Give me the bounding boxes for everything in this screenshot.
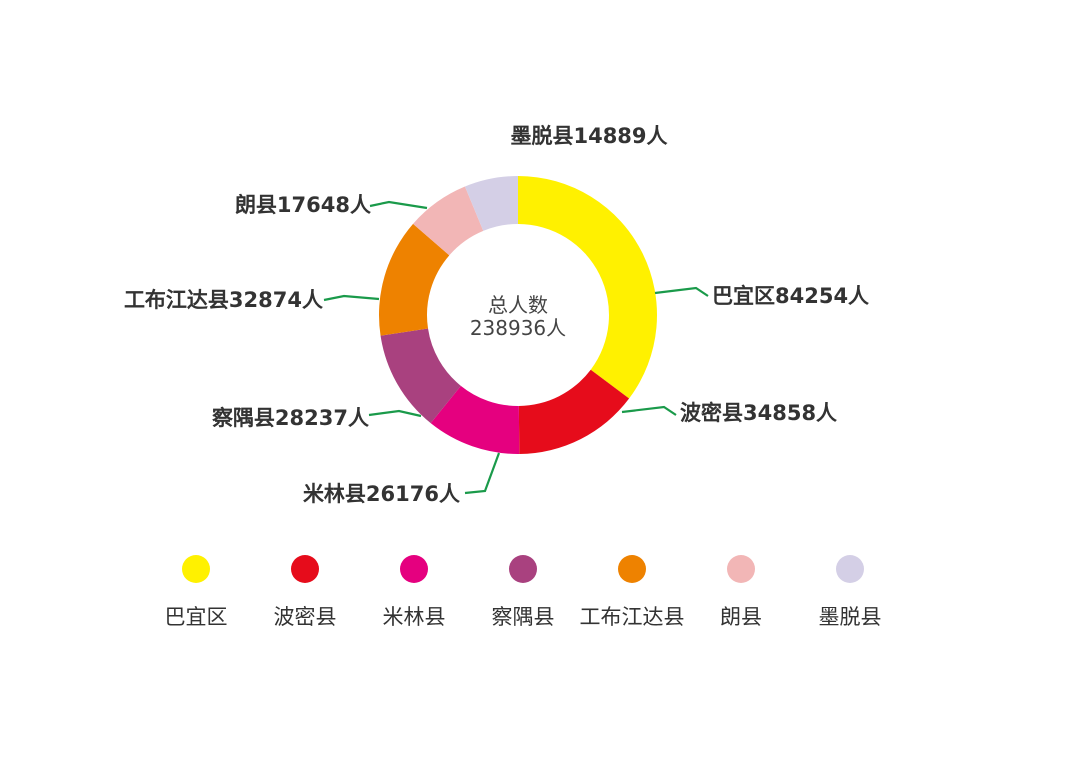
donut-center: 总人数 238936人	[470, 293, 566, 340]
leader-line-5	[369, 200, 428, 210]
slice-0	[518, 176, 657, 399]
leader-line-0	[654, 286, 709, 297]
legend-swatch-3	[509, 555, 537, 583]
slice-4	[379, 223, 450, 336]
legend-label-5: 朗县	[720, 605, 762, 629]
legend: 巴宜区 波密县 米林县 察隅县 工布江达县 朗县 墨脱县	[165, 555, 882, 629]
slice-6	[464, 176, 518, 231]
legend-label-0: 巴宜区	[165, 605, 228, 629]
slice-label-5: 朗县17648人	[235, 193, 371, 217]
legend-swatch-0	[182, 555, 210, 583]
leader-line-2	[464, 452, 501, 495]
slice-label-6: 墨脱县14889人	[510, 124, 667, 148]
slice-3	[380, 328, 461, 424]
slice-2	[430, 385, 520, 454]
slice-label-4: 工布江达县32874人	[124, 288, 323, 312]
legend-label-6: 墨脱县	[819, 605, 882, 629]
legend-swatch-2	[400, 555, 428, 583]
donut-slices	[379, 176, 657, 454]
leader-line-1	[621, 405, 677, 416]
slice-label-2: 米林县26176人	[303, 482, 460, 506]
legend-label-2: 米林县	[383, 605, 446, 629]
legend-label-1: 波密县	[274, 605, 337, 629]
legend-label-4: 工布江达县	[580, 605, 685, 629]
legend-swatch-1	[291, 555, 319, 583]
slice-label-0: 巴宜区84254人	[712, 284, 869, 308]
leader-lines	[323, 200, 709, 495]
legend-swatch-4	[618, 555, 646, 583]
center-title: 总人数	[488, 293, 548, 317]
center-total: 238936人	[470, 316, 566, 340]
legend-swatch-6	[836, 555, 864, 583]
legend-label-3: 察隅县	[492, 605, 555, 629]
slice-1	[518, 369, 630, 454]
slice-label-1: 波密县34858人	[680, 401, 837, 425]
leader-line-4	[323, 294, 380, 302]
slice-label-3: 察隅县28237人	[212, 406, 369, 430]
leader-line-3	[368, 409, 422, 418]
slice-5	[413, 186, 484, 256]
legend-swatch-5	[727, 555, 755, 583]
